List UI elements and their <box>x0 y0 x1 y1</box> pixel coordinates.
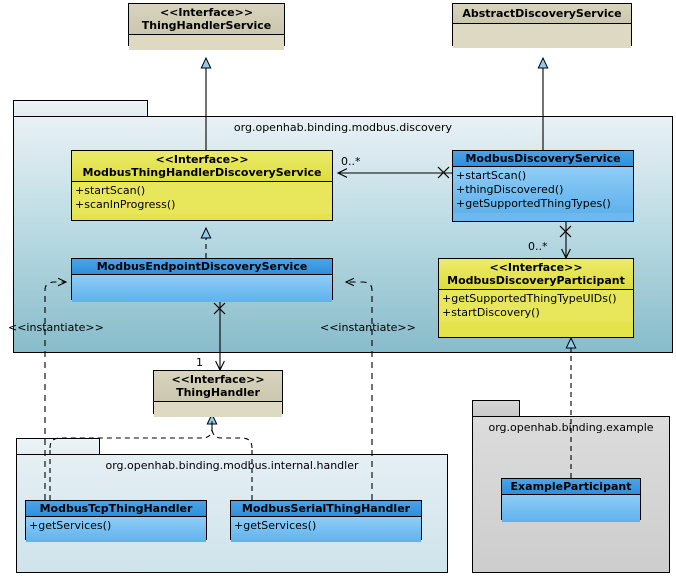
class-example-participant[interactable]: ExampleParticipant <box>501 478 641 522</box>
class-operations <box>129 34 284 50</box>
package-label-example: org.openhab.binding.example <box>488 421 654 434</box>
class-modbus-tcp-thing-handler[interactable]: ModbusTcpThingHandler +getServices() <box>25 500 207 542</box>
multiplicity-mds-to-thdds: 0..* <box>341 155 361 168</box>
class-thing-handler[interactable]: <<Interface>> ThingHandler <box>153 370 283 417</box>
class-modbus-discovery-service[interactable]: ModbusDiscoveryService +startScan() +thi… <box>452 150 634 222</box>
stereotype-instantiate-left: <<instantiate>> <box>8 321 104 334</box>
package-tab <box>16 438 100 455</box>
package-label-modbus-discovery: org.openhab.binding.modbus.discovery <box>233 121 453 134</box>
class-header: ModbusTcpThingHandler <box>26 501 206 516</box>
class-name: ModbusEndpointDiscoveryService <box>96 260 308 273</box>
class-operations <box>502 494 640 522</box>
class-modbus-serial-thing-handler[interactable]: ModbusSerialThingHandler +getServices() <box>230 500 422 542</box>
edge-association-mds-to-participant <box>559 222 572 260</box>
class-stereotype: <<Interface>> <box>159 6 254 19</box>
edge-association-endpoint-to-thinghandler <box>213 300 226 372</box>
class-header: <<Interface>> ModbusDiscoveryParticipant <box>439 259 633 289</box>
class-header: <<Interface>> ThingHandlerService <box>129 4 284 34</box>
class-header: <<Interface>> ThingHandler <box>154 371 282 401</box>
class-name: ModbusSerialThingHandler <box>241 502 411 515</box>
class-name: AbstractDiscoveryService <box>462 7 622 20</box>
class-modbus-thing-handler-discovery-service[interactable]: <<Interface>> ModbusThingHandlerDiscover… <box>71 150 333 221</box>
operation: +getSupportedThingTypeUIDs() <box>442 292 617 305</box>
multiplicity-endpoint-to-thinghandler: 1 <box>196 356 203 369</box>
class-name: ThingHandlerService <box>141 19 272 32</box>
class-header: AbstractDiscoveryService <box>453 4 631 23</box>
operation: +getSupportedThingTypes() <box>456 197 611 210</box>
class-name: ModbusDiscoveryService <box>465 152 621 165</box>
operation: +thingDiscovered() <box>456 183 564 196</box>
stereotype-instantiate-right: <<instantiate>> <box>320 321 416 334</box>
class-header: ModbusSerialThingHandler <box>231 501 421 516</box>
edge-association-mds-to-thdds <box>336 166 452 179</box>
class-operations <box>154 401 282 417</box>
class-name: ThingHandler <box>176 386 260 399</box>
class-operations: +getServices() <box>231 516 421 542</box>
edge-instantiate-left <box>44 277 68 500</box>
class-operations: +startScan() +thingDiscovered() +getSupp… <box>453 166 633 213</box>
class-name: ExampleParticipant <box>510 480 632 493</box>
edge-instantiate-right <box>344 277 373 500</box>
operation: +startScan() <box>456 169 527 182</box>
operation: +startDiscovery() <box>442 306 540 319</box>
class-modbus-endpoint-discovery-service[interactable]: ModbusEndpointDiscoveryService <box>71 258 333 302</box>
edge-realization-tcphandler-to-thinghandler <box>49 412 218 500</box>
operation: +getServices() <box>29 519 112 532</box>
class-operations <box>72 274 332 302</box>
class-thing-handler-service[interactable]: <<Interface>> ThingHandlerService <box>128 3 285 50</box>
class-name: ModbusTcpThingHandler <box>39 502 193 515</box>
edge-realization-serialhandler-to-thinghandler <box>211 414 253 500</box>
operation: +scanInProgress() <box>75 198 176 211</box>
class-stereotype: <<Interface>> <box>155 153 249 166</box>
operation: +getServices() <box>234 519 317 532</box>
class-header: ExampleParticipant <box>502 479 640 494</box>
class-operations: +getSupportedThingTypeUIDs() +startDisco… <box>439 289 633 322</box>
class-name: ModbusThingHandlerDiscoveryService <box>82 166 322 179</box>
class-name: ModbusDiscoveryParticipant <box>447 274 625 287</box>
class-header: <<Interface>> ModbusThingHandlerDiscover… <box>72 151 332 181</box>
class-modbus-discovery-participant[interactable]: <<Interface>> ModbusDiscoveryParticipant… <box>438 258 634 338</box>
package-tab <box>472 400 520 417</box>
class-stereotype: <<Interface>> <box>171 373 265 386</box>
package-label-internal-handler: org.openhab.binding.modbus.internal.hand… <box>105 459 359 472</box>
class-operations: +startScan() +scanInProgress() <box>72 181 332 214</box>
class-abstract-discovery-service[interactable]: AbstractDiscoveryService <box>452 3 632 48</box>
class-operations: +getServices() <box>26 516 206 542</box>
class-stereotype: <<Interface>> <box>489 261 583 274</box>
operation: +startScan() <box>75 184 146 197</box>
multiplicity-mds-to-participant: 0..* <box>528 240 548 253</box>
class-header: ModbusDiscoveryService <box>453 151 633 166</box>
package-tab <box>13 100 148 117</box>
class-operations <box>453 23 631 48</box>
class-header: ModbusEndpointDiscoveryService <box>72 259 332 274</box>
